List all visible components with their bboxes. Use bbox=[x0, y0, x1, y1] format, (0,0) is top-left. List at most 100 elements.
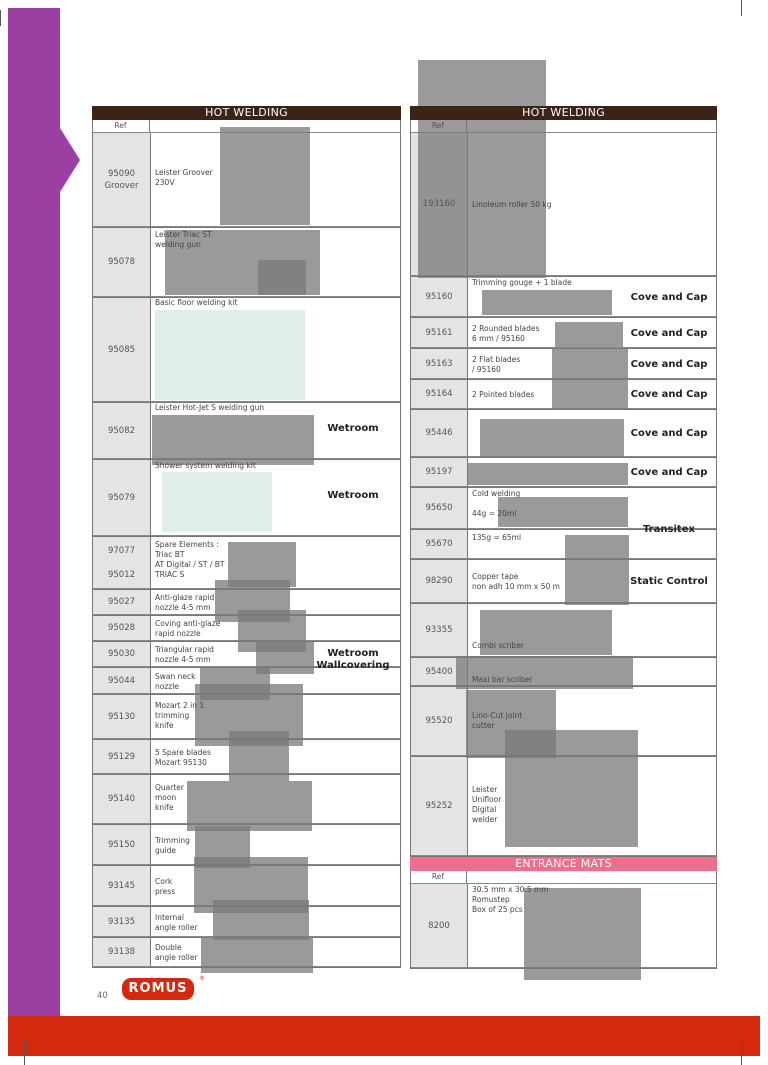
ref-column-label: Ref bbox=[410, 120, 467, 132]
ref-number: 95030 bbox=[107, 649, 136, 659]
ref-cell: 95161 bbox=[411, 318, 468, 348]
product-description: Spare Elements : Triac BT AT Digital / S… bbox=[155, 540, 225, 579]
ref-number: 95130 bbox=[107, 711, 136, 722]
ref-cell: 8200 bbox=[411, 884, 468, 968]
product-description: Cold welding 44g = 20ml bbox=[472, 489, 521, 518]
ref-cell: 95670 bbox=[411, 530, 468, 559]
product-description: Anti-glaze rapid nozzle 4-5 mm bbox=[155, 593, 215, 612]
ref-number: 93145 bbox=[107, 880, 136, 891]
product-description: Lino-Cut joint cutter bbox=[472, 711, 523, 730]
ref-number: 95650 bbox=[425, 503, 453, 513]
ref-number: 95090 Groover bbox=[104, 168, 139, 191]
product-description: Trimming guide bbox=[155, 835, 190, 855]
ref-cell: 95140 bbox=[93, 775, 151, 824]
ref-header-row bbox=[410, 120, 717, 133]
product-description: Quarter moon knife bbox=[155, 783, 184, 812]
sidebar-band bbox=[8, 8, 60, 1018]
product-image bbox=[480, 419, 624, 457]
category-tag: Wetroom Wallcovering bbox=[316, 648, 390, 671]
product-description: Leister Hot-Jet S welding gun bbox=[155, 403, 265, 412]
category-tag: Cove and Cap bbox=[630, 428, 708, 439]
product-image bbox=[505, 730, 638, 847]
ref-cell: 95027 bbox=[93, 590, 151, 615]
section-header: ENTRANCE MATS bbox=[410, 857, 717, 871]
product-image bbox=[498, 497, 628, 527]
ref-number: 95400 bbox=[425, 666, 453, 677]
ref-number: 95161 bbox=[425, 327, 453, 338]
product-description: 2 Flat blades / 95160 bbox=[472, 354, 521, 374]
product-description: Copper tape non adh 10 mm x 50 m bbox=[472, 572, 560, 591]
ref-cell: 95090 Groover bbox=[93, 133, 151, 227]
ref-cell: 95650 bbox=[411, 488, 468, 529]
ref-number: 95446 bbox=[425, 428, 453, 438]
product-description: Leister Triac ST welding gun bbox=[155, 230, 212, 249]
product-image bbox=[228, 542, 296, 587]
ref-cell: 97077 95012 bbox=[93, 537, 151, 589]
crop-mark bbox=[741, 1040, 742, 1065]
product-image bbox=[152, 415, 314, 465]
category-tag: Cove and Cap bbox=[630, 358, 708, 370]
ref-cell: 93355 bbox=[411, 604, 468, 657]
ref-number: 95027 bbox=[107, 597, 136, 607]
category-tag: Cove and Cap bbox=[630, 389, 708, 400]
category-tag: Cove and Cap bbox=[630, 291, 708, 303]
product-description: 5 Spare blades Mozart 95130 bbox=[155, 747, 211, 767]
ref-number: 95164 bbox=[425, 389, 453, 399]
product-image bbox=[524, 888, 641, 980]
product-image bbox=[162, 472, 272, 532]
ref-cell: 95520 bbox=[411, 687, 468, 756]
ref-cell: 95044 bbox=[93, 668, 151, 694]
product-image bbox=[468, 463, 628, 485]
ref-cell: 95130 bbox=[93, 695, 151, 739]
product-image bbox=[552, 349, 628, 381]
ref-number: 95670 bbox=[425, 539, 453, 549]
ref-cell: 95028 bbox=[93, 616, 151, 641]
crop-mark bbox=[0, 10, 1, 26]
ref-number: 95085 bbox=[107, 344, 136, 355]
ref-cell: 95446 bbox=[411, 410, 468, 457]
ref-cell: 95160 bbox=[411, 277, 468, 317]
ref-number: 97077 95012 bbox=[107, 545, 136, 580]
ref-cell: 95030 bbox=[93, 642, 151, 667]
product-description: Mozart 2 in 1 trimming knife bbox=[155, 701, 205, 730]
product-image bbox=[155, 310, 305, 400]
product-image bbox=[552, 381, 628, 409]
category-tag-transitex: Transitex bbox=[643, 524, 695, 535]
ref-number: 95197 bbox=[425, 467, 453, 477]
ref-number: 95079 bbox=[107, 492, 136, 503]
ref-cell: 95129 bbox=[93, 740, 151, 774]
table-row: 95197 bbox=[410, 458, 717, 488]
product-description: Leister Groover 230V bbox=[155, 168, 213, 187]
product-description: Coving anti-glaze rapid nozzle bbox=[155, 619, 221, 638]
ref-number: 8200 bbox=[428, 920, 450, 931]
ref-number: 95078 bbox=[107, 257, 136, 267]
crop-mark bbox=[24, 1040, 25, 1065]
product-description: Basic floor welding kit bbox=[155, 298, 238, 307]
product-image bbox=[229, 731, 289, 781]
ref-cell: 93138 bbox=[93, 938, 151, 967]
ref-number: 193160 bbox=[422, 199, 456, 209]
ref-number: 95163 bbox=[425, 358, 453, 369]
ref-cell: 93135 bbox=[93, 907, 151, 937]
product-description: Triangular rapid nozzle 4-5 mm bbox=[155, 645, 214, 664]
product-image bbox=[258, 260, 306, 295]
category-tag: Static Control bbox=[630, 576, 708, 587]
romus-logo: ROMUS bbox=[122, 978, 194, 1000]
product-description: Shower system welding kit bbox=[155, 461, 256, 470]
ref-number: 93355 bbox=[425, 625, 453, 635]
crop-mark bbox=[741, 0, 742, 16]
product-description: Cork press bbox=[155, 876, 176, 896]
ref-cell: 95078 bbox=[93, 228, 151, 297]
product-image bbox=[213, 900, 309, 940]
ref-cell: 95164 bbox=[411, 380, 468, 409]
product-description: Double angle roller bbox=[155, 943, 198, 962]
product-description: Leister Unifloor Digital welder bbox=[472, 785, 502, 824]
ref-number: 95082 bbox=[107, 425, 136, 436]
section-header: HOT WELDING bbox=[92, 106, 401, 120]
sidebar-tab-arrow bbox=[60, 128, 80, 192]
ref-number: 95044 bbox=[107, 675, 136, 686]
product-image bbox=[565, 535, 629, 605]
product-description: 30.5 mm x 30.5 mm Romustep Box of 25 pcs bbox=[472, 885, 549, 914]
category-tag: Wetroom bbox=[327, 490, 379, 501]
registered-mark: ® bbox=[199, 975, 205, 982]
